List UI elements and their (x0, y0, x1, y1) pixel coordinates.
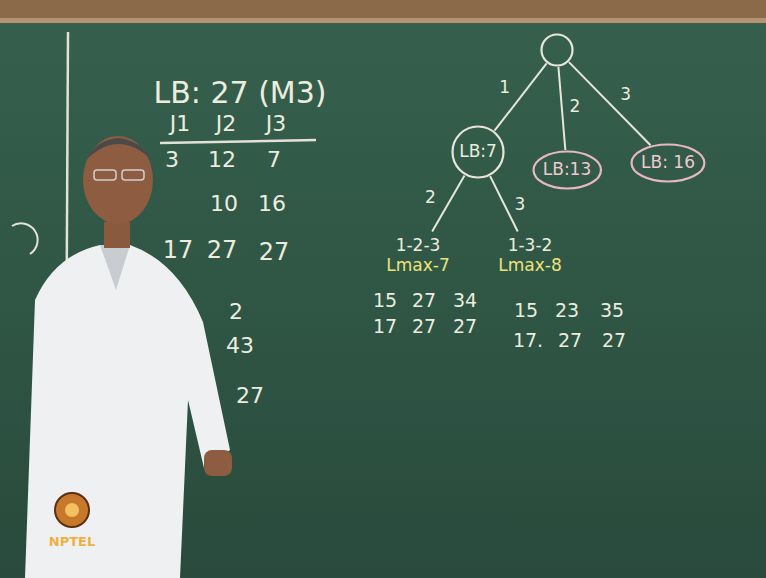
table-cell: 27 (207, 237, 238, 263)
tree-edge (490, 176, 518, 231)
outline-shape (533, 152, 601, 189)
bound-note: LB: 27 (M3) (153, 76, 326, 109)
logo-center (65, 503, 79, 517)
logo-disc (55, 493, 89, 527)
hair (86, 138, 152, 160)
table-cell: J2 (216, 112, 237, 136)
outline-shape (632, 145, 705, 182)
tree-node: LB:7 (451, 125, 505, 179)
branch-label: 2 (425, 187, 436, 207)
sequence-node: 1-2-3Lmax-7 (382, 234, 453, 277)
branch-label: 1 (499, 77, 510, 97)
glasses (122, 170, 144, 180)
table-cell: 17 (373, 316, 397, 337)
tree-node (540, 33, 574, 67)
node-content: LB:7 (459, 142, 497, 162)
table-cell: 27 (602, 330, 626, 351)
glasses (94, 170, 116, 180)
table-cell: 27 (453, 316, 477, 337)
table-cell: 15 (514, 300, 538, 321)
table-cell: 35 (600, 300, 624, 321)
outline-shape (453, 127, 504, 178)
tree-edge (558, 67, 565, 150)
table-cell: 10 (210, 192, 238, 216)
table-cell: 27 (259, 239, 290, 265)
table-cell: 23 (555, 300, 579, 321)
board-frame (0, 0, 766, 22)
node-content: LB:13 (543, 160, 592, 180)
branch-label: 2 (569, 96, 580, 116)
node-text: LB: 16 (641, 153, 695, 173)
table-cell: J3 (266, 112, 287, 136)
hand (204, 450, 232, 476)
table-underline (160, 140, 316, 143)
node-content: 1-3-2Lmax-8 (498, 236, 561, 275)
table-cell: 27 (412, 316, 436, 337)
table-cell: 7 (267, 148, 281, 172)
table-cell: 27 (236, 384, 264, 408)
table-cell: 43 (226, 334, 254, 358)
tree-edge (495, 63, 547, 130)
lmax-value: Lmax-7 (386, 256, 449, 276)
table-cell: 34 (453, 290, 477, 311)
shirt (25, 245, 230, 578)
tree-edge (432, 175, 464, 231)
table-cell: 16 (258, 192, 286, 216)
node-content: 1-2-3Lmax-7 (386, 236, 449, 275)
node-text: LB:7 (459, 142, 497, 162)
table-cell: 15 (373, 290, 397, 311)
node-content: LB: 16 (641, 153, 695, 173)
node-text: 1-3-2 (498, 236, 561, 256)
sequence-node: 1-3-2Lmax-8 (494, 234, 565, 277)
tree-node: LB:13 (532, 150, 603, 190)
partial-circle (12, 223, 38, 254)
table-cell: 2 (229, 300, 243, 324)
node-outline (540, 33, 574, 67)
table-cell: 17 (163, 237, 194, 263)
node-text: LB:13 (543, 160, 592, 180)
head (83, 136, 153, 224)
node-text: 1-2-3 (386, 236, 449, 256)
table-cell: J1 (170, 112, 191, 136)
tree-node: LB: 16 (630, 143, 706, 183)
frame-edge (0, 18, 766, 23)
branch-label: 3 (514, 194, 525, 214)
table-cell: 12 (208, 148, 236, 172)
table-cell: 27 (412, 290, 436, 311)
outline-shape (542, 35, 573, 66)
neck (104, 222, 130, 248)
lecturer (25, 136, 232, 578)
branch-label: 3 (620, 84, 631, 104)
lmax-value: Lmax-8 (498, 256, 561, 276)
logo-text: NPTEL (49, 535, 95, 549)
nptel-logo (55, 493, 89, 527)
collar (100, 245, 130, 290)
table-cell: 17. (513, 330, 543, 351)
table-cell: 27 (558, 330, 582, 351)
table-cell: 3 (165, 148, 179, 172)
tree-edge (569, 62, 651, 145)
